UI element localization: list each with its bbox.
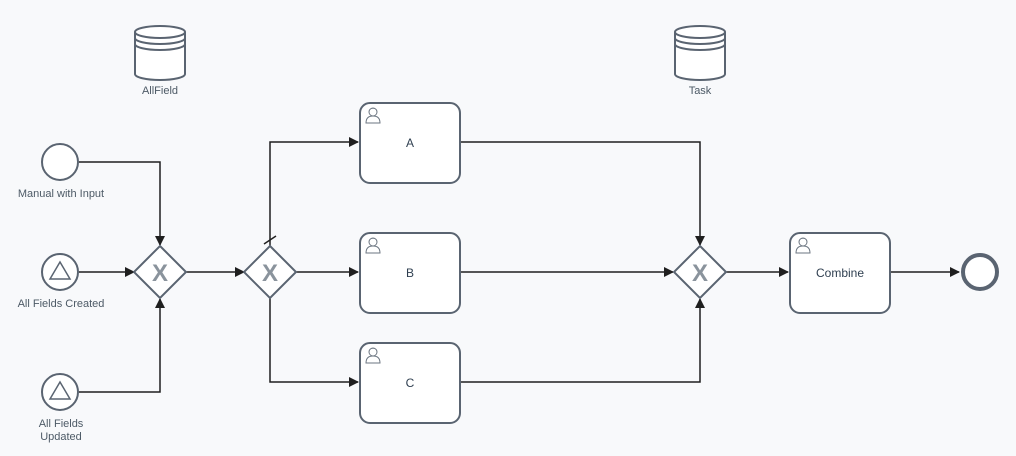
event-label: All Fields Created <box>18 298 105 310</box>
flow-a-to-join[interactable] <box>460 141 705 246</box>
start-event-all-fields-created[interactable]: All Fields Created <box>18 253 105 310</box>
task-label: A <box>406 136 414 150</box>
end-event[interactable] <box>961 253 999 291</box>
flow-c-to-join[interactable] <box>460 298 705 383</box>
flow-updated-to-merge[interactable] <box>79 298 165 393</box>
task-b[interactable]: B <box>359 232 461 314</box>
flow-split-to-c[interactable] <box>269 298 359 387</box>
task-label: Combine <box>816 266 864 280</box>
signal-icon <box>48 260 72 280</box>
data-store-task[interactable]: Task <box>674 25 726 97</box>
task-label: B <box>406 266 414 280</box>
database-icon <box>134 25 186 81</box>
flow-split-to-a[interactable] <box>269 137 359 246</box>
start-event-all-fields-updated[interactable]: All Fields Updated <box>39 373 84 443</box>
end-event-icon <box>961 253 999 291</box>
event-label-line-2: Updated <box>40 431 82 443</box>
start-event-manual[interactable]: Manual with Input <box>18 143 104 200</box>
signal-icon <box>48 380 72 400</box>
data-store-allfield[interactable]: AllField <box>134 25 186 97</box>
data-store-label: AllField <box>142 85 178 97</box>
exclusive-x-icon: X <box>152 260 168 287</box>
data-store-label: Task <box>689 85 712 97</box>
event-label: Manual with Input <box>18 188 104 200</box>
gateway-split[interactable]: X <box>242 244 298 300</box>
task-c[interactable]: C <box>359 342 461 424</box>
event-label-line-1: All Fields <box>39 418 84 430</box>
exclusive-x-icon: X <box>262 260 278 287</box>
exclusive-x-icon: X <box>692 260 708 287</box>
task-a[interactable]: A <box>359 102 461 184</box>
gateway-join[interactable]: X <box>672 244 728 300</box>
gateway-merge[interactable]: X <box>132 244 188 300</box>
task-label: C <box>406 376 415 390</box>
sequence-flows <box>79 137 960 393</box>
default-flow-marker <box>263 235 277 245</box>
database-icon <box>674 25 726 81</box>
flow-manual-to-merge[interactable] <box>79 161 165 246</box>
start-event-icon <box>41 143 79 181</box>
task-combine[interactable]: Combine <box>789 232 891 314</box>
